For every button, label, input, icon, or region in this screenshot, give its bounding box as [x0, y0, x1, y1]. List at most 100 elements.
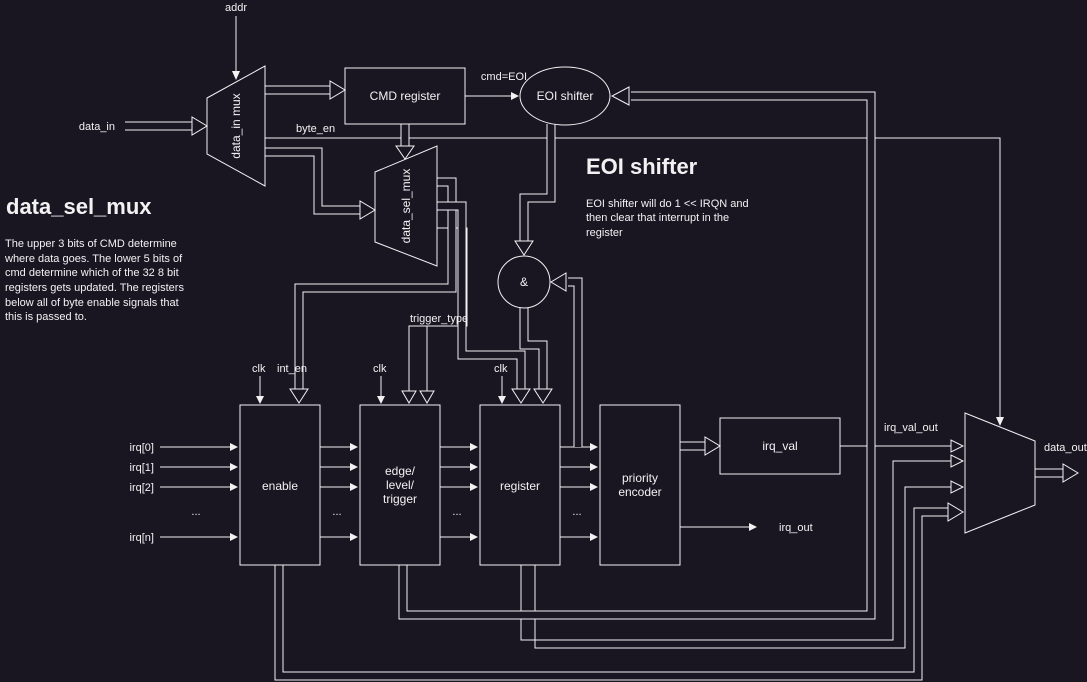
svg-text:The upper 3 bits of CMD determ: The upper 3 bits of CMD determine — [5, 238, 177, 250]
arrowhead — [749, 523, 757, 531]
arrowhead — [511, 92, 519, 100]
svg-text:below all of byte enable signa: below all of byte enable signals that — [5, 297, 179, 309]
node-label-priority-encoder: priority encoder — [618, 471, 661, 499]
arrowhead-mux-to-data-sel — [359, 200, 376, 220]
label-clk-enable: clk — [252, 363, 266, 375]
svg-text:where data goes. The lower 5 b: where data goes. The lower 5 bits of — [4, 253, 183, 265]
label-dots-3: ... — [572, 506, 581, 518]
node-out-mux — [964, 412, 1036, 534]
svg-text:edge/: edge/ — [385, 464, 416, 478]
wire-mux-to-data-sel — [265, 147, 361, 215]
node-label-register: register — [500, 479, 540, 493]
arrowhead-and-to-register — [533, 388, 553, 404]
wire-clk-register — [498, 376, 506, 404]
wire-byte-en-to-register — [437, 201, 526, 389]
wire-addr — [232, 16, 240, 80]
wire-trigger-type — [408, 227, 468, 391]
node-label-data-in-mux: data_in mux — [229, 93, 243, 158]
wire-register-to-and-feedback — [568, 277, 583, 447]
node-eoi-shifter — [519, 66, 611, 126]
svg-text:this is passed to.: this is passed to. — [5, 311, 87, 323]
note-data-sel-mux-title: data_sel_mux — [6, 194, 152, 219]
label-irq-val-out: irq_val_out — [884, 422, 938, 434]
svg-text:level/: level/ — [386, 478, 415, 492]
node-edge-level-trigger — [359, 404, 441, 566]
svg-text:priority: priority — [622, 471, 658, 485]
arrowhead — [232, 71, 240, 80]
wire-clk-edge — [377, 376, 385, 404]
arrowhead-mux-to-cmd — [329, 80, 346, 100]
label-addr: addr — [225, 2, 247, 14]
label-dots-inputs: ... — [191, 506, 200, 518]
node-label-data-sel-mux: data_sel_mux — [399, 169, 413, 244]
hollow-arrowheads — [191, 80, 1079, 522]
label-dots-1: ... — [332, 506, 341, 518]
node-priority-encoder — [599, 404, 681, 566]
wire-data-in-passthrough — [265, 137, 1004, 426]
label-data-out: data_out — [1044, 442, 1087, 454]
note-eoi-shifter-body: EOI shifter will do 1 << IRQN and then c… — [586, 198, 749, 239]
svg-text:then clear that interrupt in t: then clear that interrupt in the — [586, 212, 729, 224]
wire-and-to-register — [519, 308, 548, 389]
svg-text:EOI shifter will do 1 << IRQN: EOI shifter will do 1 << IRQN and — [586, 198, 749, 210]
wire-irq-out — [680, 523, 757, 531]
arrowhead — [256, 396, 264, 404]
label-int-en: int_en — [277, 363, 307, 375]
arrowhead — [377, 396, 385, 404]
note-eoi-shifter-title: EOI shifter — [586, 154, 698, 179]
svg-text:encoder: encoder — [618, 485, 661, 499]
svg-text:trigger: trigger — [383, 492, 417, 506]
wire-clk-enable — [256, 376, 264, 404]
wire-eoi-to-and — [519, 124, 556, 241]
arrowhead-eoi-to-and — [514, 240, 534, 256]
arrowhead-trigger-type-2 — [419, 390, 435, 404]
arrowhead-mux-in3 — [950, 480, 965, 494]
svg-text:registers gets updated. The re: registers gets updated. The registers — [5, 282, 184, 294]
arrowhead-trigger-type-1 — [401, 390, 417, 404]
node-label-eoi-shifter: EOI shifter — [537, 89, 594, 103]
label-dots-2: ... — [452, 506, 461, 518]
node-data-in-mux — [206, 65, 266, 187]
label-clk-register: clk — [494, 363, 508, 375]
arrowhead-eoi-feedback — [610, 86, 630, 106]
label-irqn: irq[n] — [130, 532, 154, 544]
wire-edge-to-register — [440, 443, 478, 541]
node-label-edge-level-trigger: edge/ level/ trigger — [383, 464, 417, 506]
label-byte-en: byte_en — [296, 123, 335, 135]
node-cmd-register — [344, 67, 466, 125]
arrowhead — [996, 417, 1004, 426]
node-label-and-gate: & — [520, 275, 528, 289]
wire-eoi-feedback — [398, 91, 876, 620]
label-irq0: irq[0] — [130, 442, 154, 454]
node-and-gate — [497, 255, 551, 309]
arrowhead-priority-to-irq-val — [704, 436, 721, 456]
svg-text:register: register — [586, 227, 623, 239]
arrowhead-cmd-to-data-sel — [395, 145, 415, 160]
node-label-cmd-register: CMD register — [370, 89, 441, 103]
wire-cmd-to-eoi — [465, 92, 519, 100]
arrowhead-mux-in4 — [947, 502, 964, 522]
svg-text:cmd determine which of the 32: cmd determine which of the 32 8 bit — [5, 267, 179, 279]
arrowhead-register-to-and — [550, 272, 567, 292]
node-data-sel-mux — [374, 145, 438, 267]
arrowhead-mux-in1 — [950, 439, 965, 453]
label-irq1: irq[1] — [130, 462, 154, 474]
wire-register-feedback-2 — [534, 486, 951, 649]
wire-irq-inputs — [160, 443, 238, 541]
node-enable — [239, 404, 321, 566]
wire-enable-feedback — [274, 507, 948, 681]
note-data-sel-mux-body: The upper 3 bits of CMD determine where … — [4, 238, 184, 323]
node-label-enable: enable — [262, 479, 298, 493]
arrowhead-data-out — [1062, 463, 1079, 483]
wire-enable-to-edge — [320, 443, 358, 541]
label-trigger-type: trigger_type — [410, 313, 468, 325]
label-clk-edge: clk — [373, 363, 387, 375]
wire-register-to-priority — [560, 443, 598, 541]
arrowhead-byte-en — [511, 388, 531, 404]
arrowhead-mux-in2 — [950, 454, 965, 468]
label-irq-out: irq_out — [779, 522, 813, 534]
label-irq2: irq[2] — [130, 482, 154, 494]
node-label-irq-val: irq_val — [762, 439, 797, 453]
